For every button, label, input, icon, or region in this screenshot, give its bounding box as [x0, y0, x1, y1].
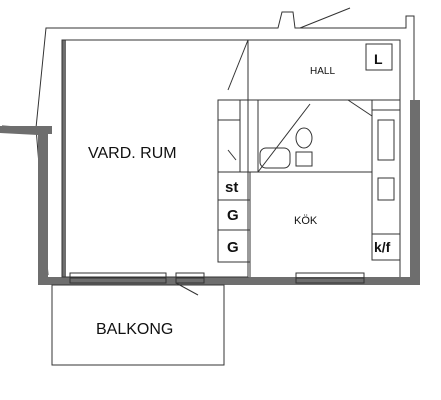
- balcony: [51, 284, 225, 366]
- fixture-label-wardrobe-1: G: [227, 207, 239, 224]
- interior-lines: [61, 39, 401, 278]
- doors: [175, 7, 373, 296]
- fixture-label-wardrobe-2: G: [227, 239, 239, 256]
- walls: [0, 40, 420, 285]
- room-label-kitchen: KÖK: [294, 215, 318, 227]
- windows: [69, 272, 365, 284]
- room-label-living: VARD. RUM: [88, 145, 177, 162]
- fixture-label-linen: L: [374, 51, 383, 67]
- room-label-balcony: BALKONG: [96, 321, 173, 338]
- fixture-label-fridge-freezer: k/f: [374, 239, 391, 255]
- room-label-hall: HALL: [310, 66, 335, 77]
- fixture-label-storage: st: [225, 179, 238, 196]
